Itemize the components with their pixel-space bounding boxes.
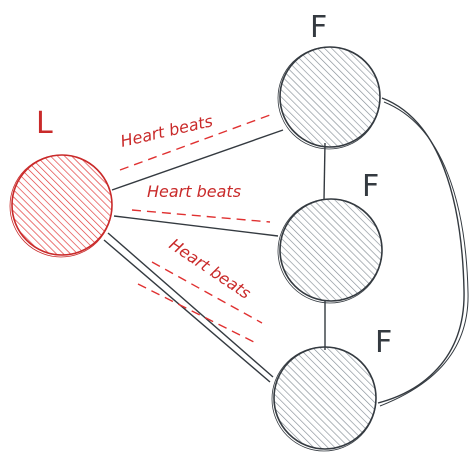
heartbeat-line-1 xyxy=(119,114,271,171)
heartbeat-line-3b xyxy=(137,283,255,343)
heartbeat-label-1: Heart beats xyxy=(119,111,215,151)
node-follower-3 xyxy=(271,346,377,452)
node-follower-1 xyxy=(277,46,381,150)
edges xyxy=(103,97,469,407)
edge-follower-1-follower-2 xyxy=(323,142,326,201)
heartbeat-label-3: Heart beats xyxy=(166,235,255,303)
heartbeat-arrows xyxy=(119,114,271,343)
edge-follower-1-follower-3-sketch xyxy=(379,101,469,407)
node-leader xyxy=(9,154,113,258)
edge-leader-follower-2 xyxy=(113,215,279,237)
follower-3-label: F xyxy=(375,325,392,360)
heartbeat-line-2 xyxy=(131,209,271,223)
edge-leader-follower-1 xyxy=(111,129,284,191)
follower-2-label: F xyxy=(362,169,379,204)
node-follower-2 xyxy=(277,198,383,304)
edge-leader-follower-3b xyxy=(103,239,271,383)
leader-label: L xyxy=(36,106,53,141)
heartbeat-label-2: Heart beats xyxy=(147,182,241,201)
edge-leader-follower-3a xyxy=(107,232,274,378)
follower-1-label: F xyxy=(310,10,327,45)
heartbeat-line-3a xyxy=(151,261,263,324)
